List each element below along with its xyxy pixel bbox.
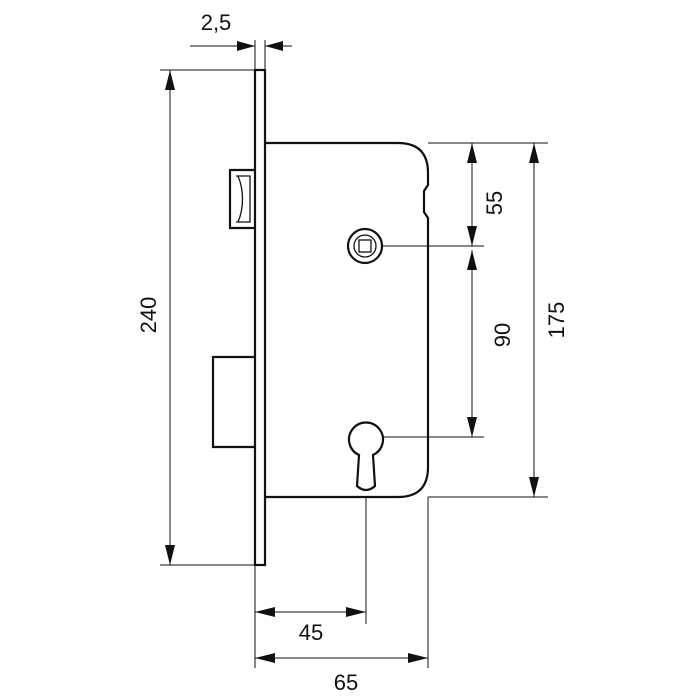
label-case-depth: 65 [334, 670, 358, 695]
faceplate [253, 68, 267, 567]
dim-case-depth: 65 [255, 497, 429, 695]
follower-square-hole [346, 227, 384, 265]
label-case-height: 175 [544, 302, 569, 339]
dim-backset: 45 [254, 496, 367, 668]
label-backset: 45 [299, 620, 323, 645]
label-center-distance: 90 [490, 323, 515, 347]
label-faceplate-thickness: 2,5 [201, 10, 232, 35]
dead-bolt [211, 355, 255, 449]
dim-faceplate-height: 240 [136, 69, 255, 566]
dim-case-height: 175 [428, 142, 569, 498]
latch-bolt [228, 168, 255, 230]
dim-center-distance: 90 [382, 250, 515, 438]
label-handle-offset: 55 [482, 191, 507, 215]
label-faceplate-height: 240 [136, 297, 161, 334]
dim-faceplate-thickness: 2,5 [190, 10, 292, 70]
cylinder-keyhole [347, 421, 385, 492]
lock-case [265, 141, 430, 499]
dim-handle-offset: 55 [382, 143, 507, 247]
